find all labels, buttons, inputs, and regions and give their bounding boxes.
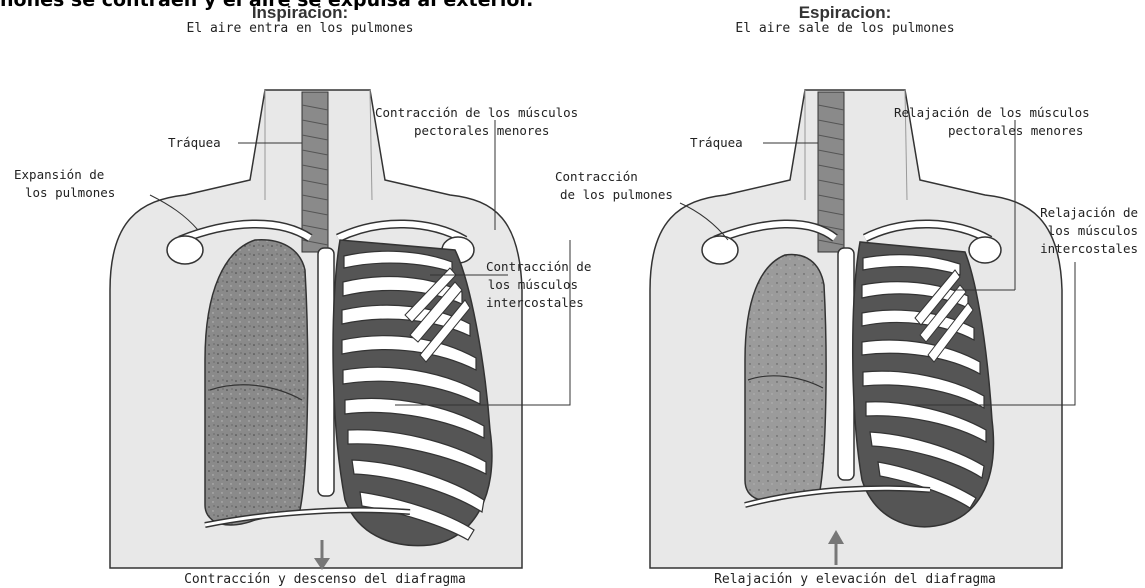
- label-lung-contraction-1: Contracción: [555, 168, 638, 185]
- label-pectoral-relaxation-2: pectorales menores: [948, 122, 1083, 139]
- label-lung-expansion-2: los pulmones: [25, 184, 115, 201]
- lung-contracted: [745, 254, 826, 501]
- label-intercostal-contraction-2: los músculos: [486, 276, 578, 293]
- label-trachea-inspiration: Tráquea: [168, 134, 221, 151]
- label-intercostal-relaxation-3: intercostales: [1020, 240, 1138, 257]
- sternum-inspiration: [318, 248, 334, 496]
- caption-expiration: Relajación y elevación del diafragma: [700, 572, 1010, 587]
- label-lung-contraction-2: de los pulmones: [560, 186, 673, 203]
- ribcage-inspiration: [333, 240, 492, 546]
- caption-inspiration: Contracción y descenso del diafragma: [170, 572, 480, 587]
- label-intercostal-contraction-1: Contracción de: [486, 258, 578, 275]
- label-intercostal-relaxation-2: los músculos: [1020, 222, 1138, 239]
- ribcage-expiration: [853, 242, 994, 527]
- sternum-expiration: [838, 248, 854, 480]
- label-intercostal-relaxation-1: Relajación de: [1020, 204, 1138, 221]
- lung-expanded: [205, 240, 308, 525]
- label-pectoral-contraction-1: Contracción de los músculos: [375, 104, 578, 121]
- label-pectoral-contraction-2: pectorales menores: [414, 122, 549, 139]
- label-lung-expansion-1: Expansión de: [14, 166, 104, 183]
- label-intercostal-contraction-3: intercostales: [486, 294, 578, 311]
- label-trachea-expiration: Tráquea: [690, 134, 743, 151]
- trachea-inspiration: [302, 92, 328, 252]
- label-pectoral-relaxation-1: Relajación de los músculos: [894, 104, 1090, 121]
